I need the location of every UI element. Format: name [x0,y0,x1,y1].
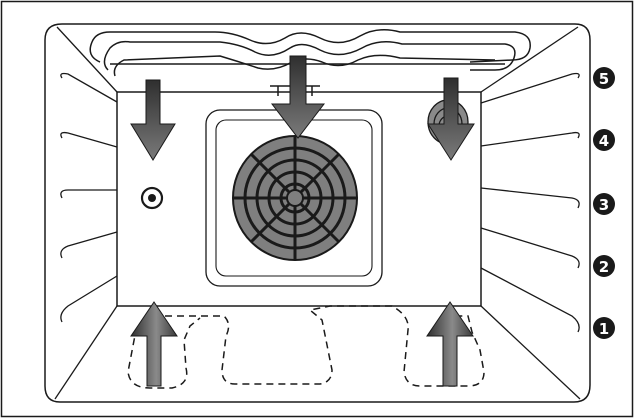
heating-element-icon [89,29,531,96]
bottom-heating-element [165,305,485,387]
airflow-arrow-icon [130,79,176,161]
level-label-2: 2 [599,258,609,276]
sensor-icon [140,186,164,210]
perspective-lines [54,26,581,400]
airflow-arrow-icon [130,301,178,387]
level-label-4: 4 [599,132,609,150]
level-label-1: 1 [599,320,609,338]
airflow-arrow-icon [426,301,474,387]
right-shelf-runners [480,72,580,333]
level-badge-5: 5 [593,67,615,89]
level-label-5: 5 [599,70,609,88]
left-shelf-runners [60,72,118,323]
level-badge-4: 4 [593,129,615,151]
airflow-arrow-icon [270,55,326,139]
level-badge-3: 3 [593,193,615,215]
fan-icon [232,135,358,261]
level-badge-2: 2 [593,255,615,277]
level-badge-1: 1 [593,317,615,339]
bottom-heating-element-left [127,317,201,389]
level-label-3: 3 [599,196,609,214]
airflow-arrow-icon [427,77,475,161]
